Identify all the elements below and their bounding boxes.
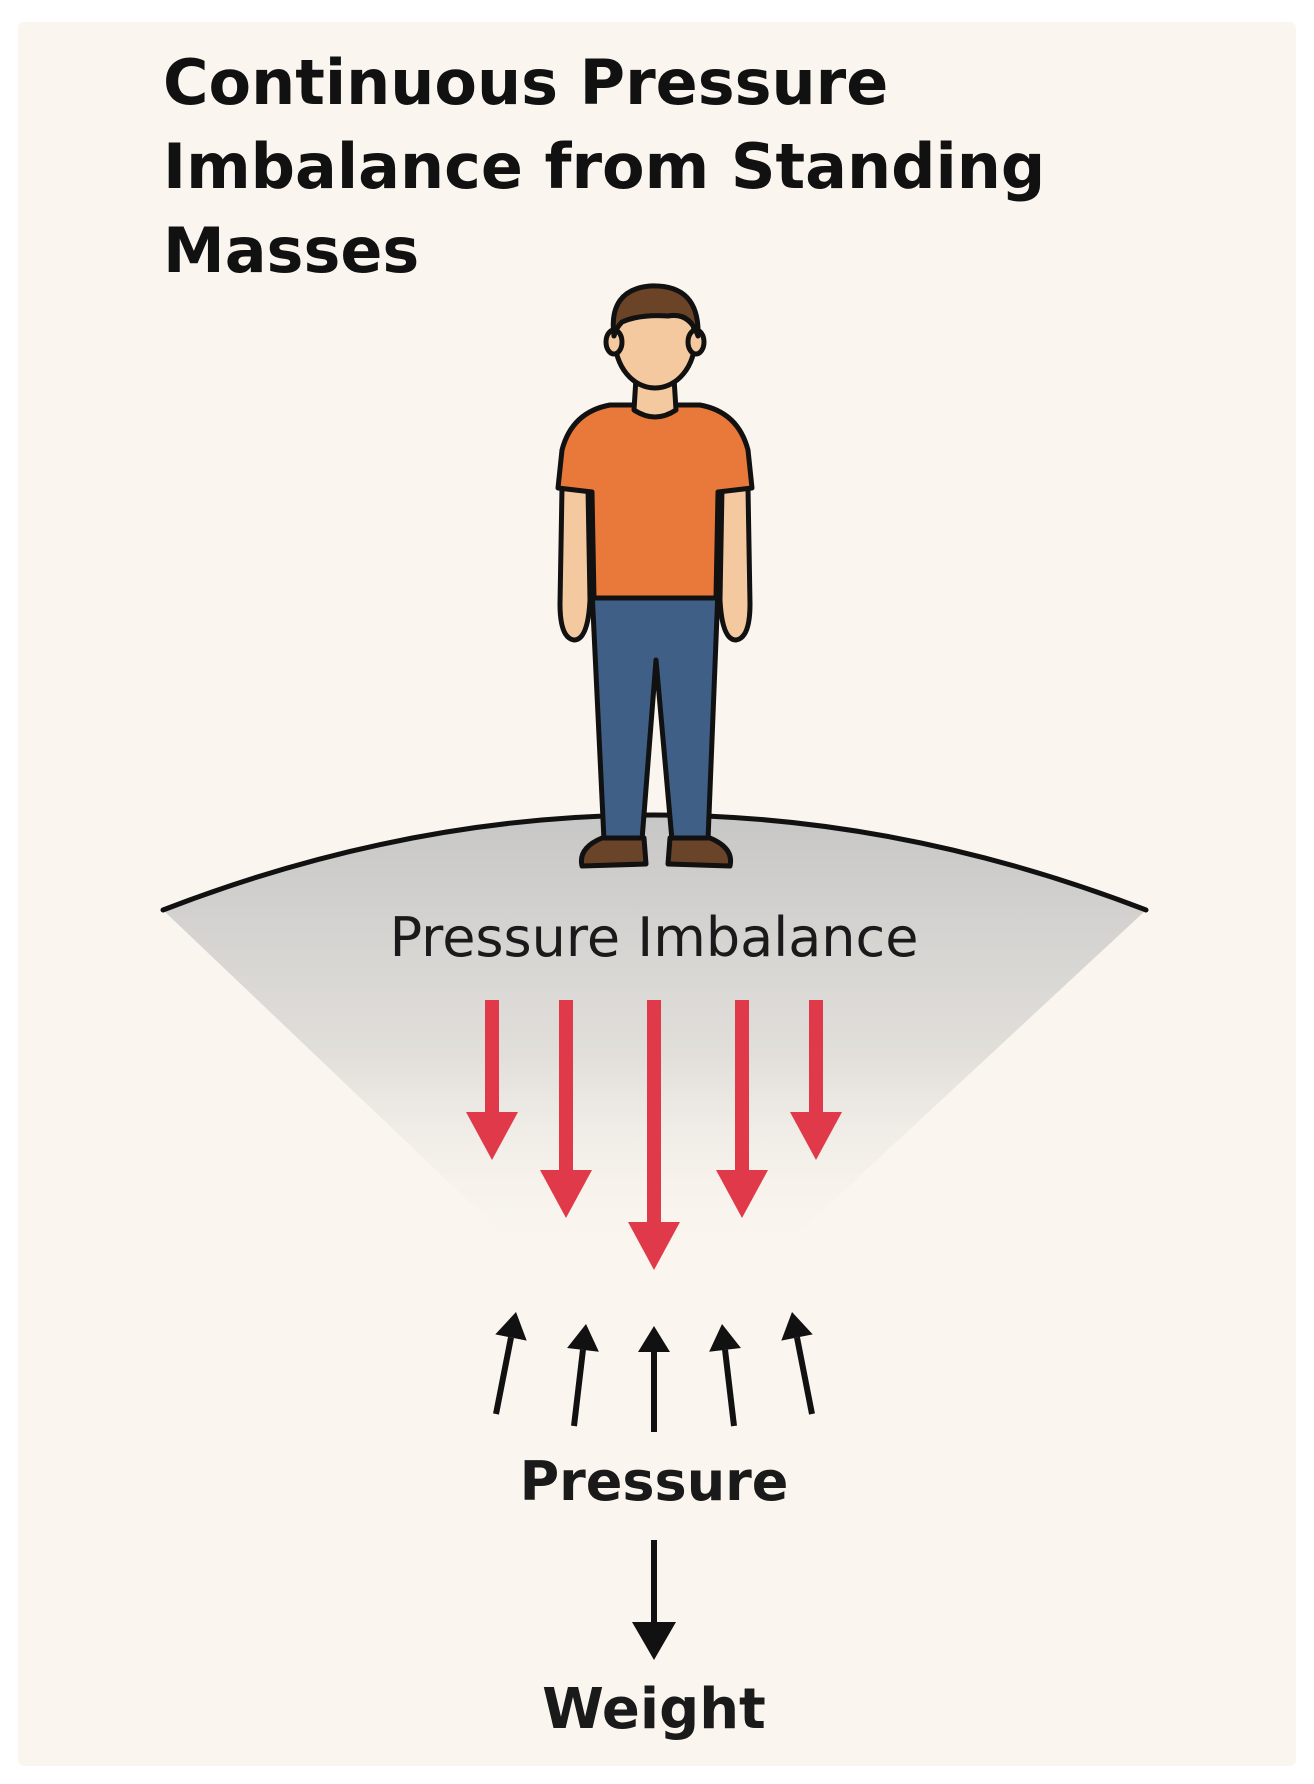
hair: [610, 283, 701, 339]
left-arm: [557, 485, 593, 643]
weight-label: Weight: [542, 1677, 766, 1742]
standing-person-icon: [555, 283, 755, 869]
pressure-arrow-up-icon: [567, 1324, 599, 1427]
pressure-label: Pressure: [520, 1450, 789, 1513]
title-line-1: Continuous Pressure: [163, 46, 888, 119]
imbalance-arrow-down-icon: [540, 1000, 592, 1218]
pressure-arrow-up-icon: [638, 1326, 670, 1432]
pressure-imbalance-label: Pressure Imbalance: [390, 906, 919, 969]
imbalance-arrow-down-icon: [466, 1000, 518, 1160]
imbalance-arrows: [466, 1000, 842, 1270]
title: Continuous Pressure Imbalance from Stand…: [163, 46, 1045, 287]
shirt: [555, 402, 755, 601]
ground-surface-line: [160, 812, 1149, 913]
right-shoe: [665, 835, 734, 869]
pressure-arrow-up-icon: [709, 1324, 741, 1427]
title-line-2: Imbalance from Standing: [163, 130, 1045, 203]
imbalance-arrow-down-icon: [716, 1000, 768, 1218]
imbalance-arrow-down-icon: [790, 1000, 842, 1160]
weight-arrow-icon: [632, 1540, 676, 1660]
pressure-arrow-up-icon: [493, 1312, 527, 1415]
pressure-arrows: [493, 1312, 815, 1432]
imbalance-arrow-down-icon: [628, 1000, 680, 1270]
pressure-arrow-up-icon: [781, 1312, 815, 1415]
title-line-3: Masses: [163, 214, 419, 287]
right-arm: [717, 485, 753, 643]
left-shoe: [578, 835, 649, 869]
